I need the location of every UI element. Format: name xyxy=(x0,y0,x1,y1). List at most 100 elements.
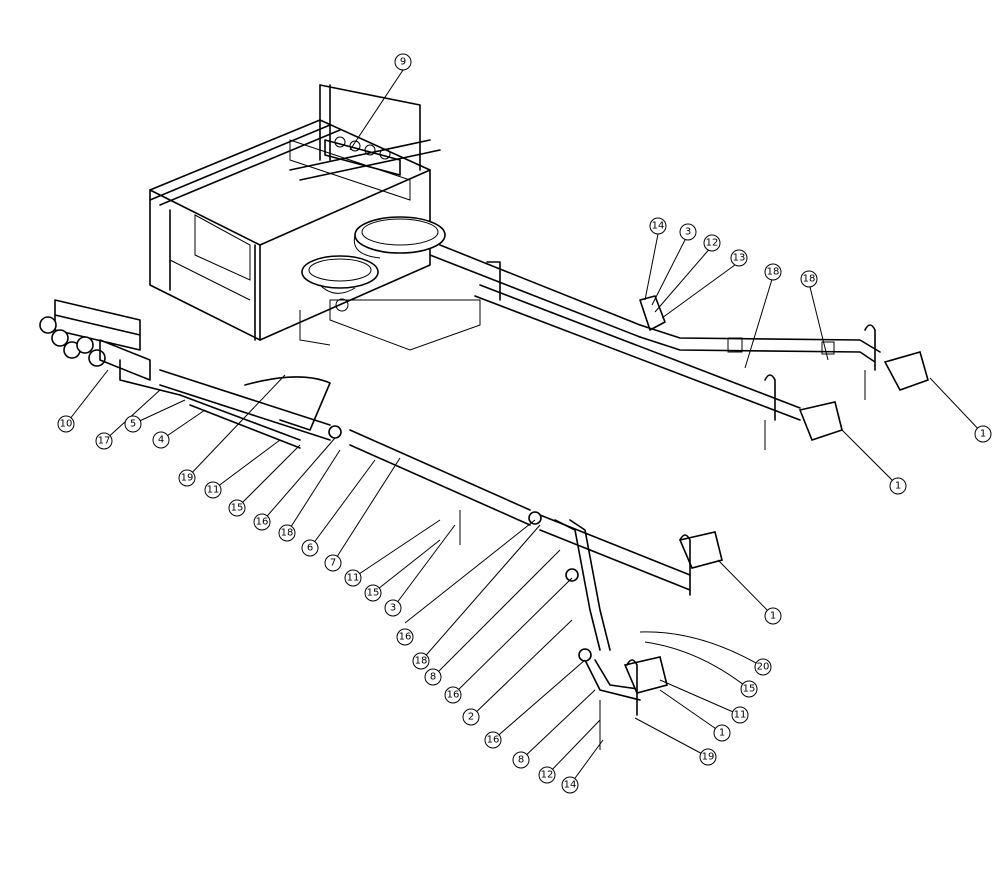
callout-label: 5 xyxy=(130,419,136,430)
middle-hoses xyxy=(159,369,691,701)
callout-3: 3 xyxy=(679,223,697,241)
callout-circle xyxy=(800,270,818,288)
valve-manifold xyxy=(39,299,181,396)
callout-label: 14 xyxy=(564,780,577,791)
callout-leaders xyxy=(65,69,984,786)
callout-label: 15 xyxy=(743,684,756,695)
callout-label: 10 xyxy=(60,419,73,430)
callout-label: 11 xyxy=(734,710,747,721)
callout-label: 13 xyxy=(733,253,746,264)
callout-label: 18 xyxy=(415,656,428,667)
callout-16: 18 xyxy=(278,524,296,542)
callout-circle xyxy=(444,686,462,704)
callout-label: 8 xyxy=(430,672,436,683)
callout-22: 16 xyxy=(396,628,414,646)
callout-circle xyxy=(95,432,113,450)
callout-1: 9 xyxy=(394,53,412,71)
callout-circle xyxy=(278,524,296,542)
funnel-bowls xyxy=(301,216,446,312)
callout-label: 17 xyxy=(98,436,111,447)
callout-label: 2 xyxy=(468,712,474,723)
callout-label: 18 xyxy=(803,274,816,285)
callout-15: 16 xyxy=(253,513,271,531)
callout-circle xyxy=(204,481,222,499)
callout-circle xyxy=(484,731,502,749)
callout-18: 7 xyxy=(324,554,342,572)
callout-circle xyxy=(889,477,907,495)
callout-label: 20 xyxy=(757,662,770,673)
callout-circle xyxy=(324,554,342,572)
callout-circle xyxy=(730,249,748,267)
callout-20: 15 xyxy=(364,584,382,602)
callout-19: 11 xyxy=(344,569,362,587)
callout-circle xyxy=(699,748,717,766)
callout-circle xyxy=(764,263,782,281)
callout-9: 17 xyxy=(95,432,113,450)
callout-circle xyxy=(703,234,721,252)
callout-label: 12 xyxy=(541,770,554,781)
callout-label: 15 xyxy=(367,588,380,599)
callout-label: 1 xyxy=(719,728,725,739)
callout-label: 12 xyxy=(706,238,719,249)
callout-circle xyxy=(754,658,772,676)
callout-5: 13 xyxy=(730,249,748,267)
callout-circle xyxy=(512,751,530,769)
callout-label: 4 xyxy=(158,435,164,446)
callout-label: 16 xyxy=(447,690,460,701)
callout-label: 14 xyxy=(652,221,665,232)
upper-tubes xyxy=(429,244,881,421)
callout-label: 15 xyxy=(231,503,244,514)
callout-25: 16 xyxy=(444,686,462,704)
callout-label: 1 xyxy=(980,429,986,440)
callout-circle xyxy=(424,668,442,686)
callout-10: 5 xyxy=(124,415,142,433)
callout-label: 3 xyxy=(685,227,691,238)
main-frame xyxy=(149,84,481,351)
callout-7: 18 xyxy=(800,270,818,288)
callout-label: 16 xyxy=(256,517,269,528)
callout-2: 14 xyxy=(649,217,667,235)
callout-label: 3 xyxy=(390,603,396,614)
callout-4: 12 xyxy=(703,234,721,252)
callout-32: 1 xyxy=(889,477,907,495)
callout-circle xyxy=(384,599,402,617)
callout-circle xyxy=(124,415,142,433)
callout-circle xyxy=(344,569,362,587)
callout-circle xyxy=(253,513,271,531)
callout-circle xyxy=(396,628,414,646)
callout-33: 1 xyxy=(764,607,782,625)
callout-34: 20 xyxy=(754,658,772,676)
callout-bubbles: 9143121318181017541911151618671115316188… xyxy=(57,53,992,794)
callout-23: 18 xyxy=(412,652,430,670)
callout-36: 11 xyxy=(731,706,749,724)
callout-circle xyxy=(561,776,579,794)
callout-label: 16 xyxy=(399,632,412,643)
callout-circle xyxy=(974,425,992,443)
upper-nozzles xyxy=(764,324,929,450)
callout-label: 7 xyxy=(330,558,336,569)
callout-circle xyxy=(679,223,697,241)
callout-27: 16 xyxy=(484,731,502,749)
callout-circle xyxy=(228,499,246,517)
callout-circle xyxy=(538,766,556,784)
callout-label: 11 xyxy=(347,573,360,584)
callout-6: 18 xyxy=(764,263,782,281)
callout-38: 19 xyxy=(699,748,717,766)
callout-14: 15 xyxy=(228,499,246,517)
callout-circle xyxy=(178,469,196,487)
callout-label: 19 xyxy=(181,473,194,484)
callout-17: 6 xyxy=(301,539,319,557)
callout-21: 3 xyxy=(384,599,402,617)
callout-30: 14 xyxy=(561,776,579,794)
callout-label: 16 xyxy=(487,735,500,746)
callout-26: 2 xyxy=(462,708,480,726)
callout-8: 10 xyxy=(57,415,75,433)
callout-circle xyxy=(462,708,480,726)
callout-29: 12 xyxy=(538,766,556,784)
callout-circle xyxy=(394,53,412,71)
callout-label: 11 xyxy=(207,485,220,496)
callout-28: 8 xyxy=(512,751,530,769)
callout-label: 8 xyxy=(518,755,524,766)
callout-37: 1 xyxy=(713,724,731,742)
